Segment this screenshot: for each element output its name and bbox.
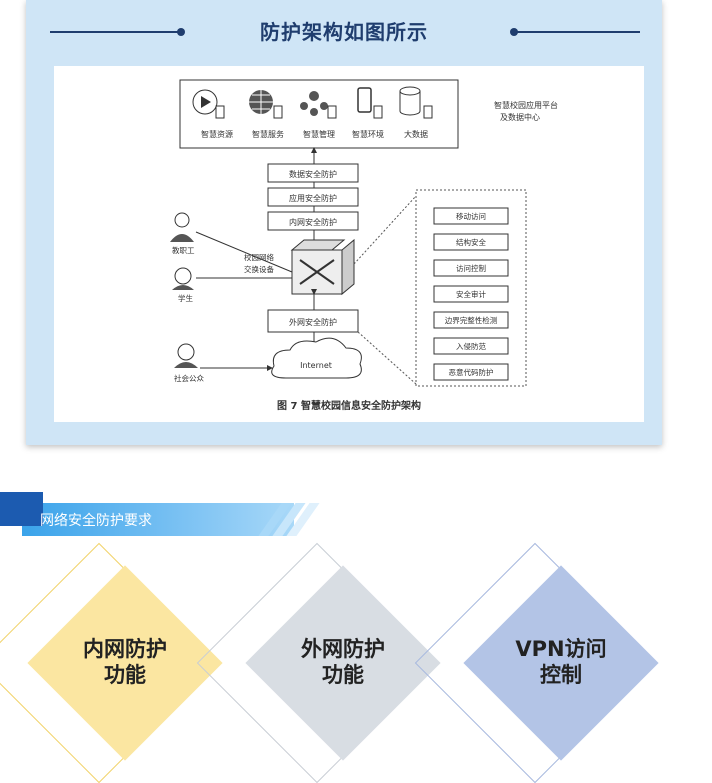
security-item: 入侵防范 [456,341,486,351]
feature-line2: 控制 [540,663,582,687]
stack-label: 数据安全防护 [289,169,337,179]
app-label: 智慧环境 [352,129,384,139]
security-item-box [433,337,509,355]
architecture-card: 防护架构如图所示 智慧资源 智慧服务 智慧管理 智慧环境 大数据 [26,0,662,445]
external-label: 外网安全防护 [289,317,337,327]
external-security-box [267,309,359,333]
app-label: 大数据 [404,129,428,139]
security-item: 边界完整性检测 [445,315,498,325]
security-item-box [433,259,509,277]
public-icon [174,343,198,368]
feature-intranet: 内网防护 功能 [0,542,230,783]
security-items-panel [415,189,527,387]
architecture-diagram: 智慧资源 智慧服务 智慧管理 智慧环境 大数据 智慧校园应用平台 及数据中心 数… [54,66,644,422]
stack-label: 应用安全防护 [289,193,337,203]
internet-label: Internet [300,361,332,370]
section-header-tab [0,492,43,526]
diagram-caption: 图 7 智慧校园信息安全防护架构 [277,399,421,412]
switch-label: 校园网络 [244,252,274,262]
section-header-bar [22,503,294,536]
feature-extranet: 外网防护 功能 [196,542,448,783]
student-icon [172,267,194,290]
globe-icon [249,90,283,119]
header-line-left [50,31,180,33]
feature-line2: 功能 [104,663,146,687]
security-item-box [433,233,509,251]
header-line-right [516,31,640,33]
app-security-box [267,187,359,207]
section-title: 网络安全防护要求 [40,513,152,529]
app-label: 智慧资源 [201,129,233,139]
user-label: 社会公众 [174,373,204,383]
feature-vpn: VPN访问 控制 [414,542,666,783]
people-icon [300,91,337,119]
feature-line1: 外网防护 [301,637,385,661]
user-label: 学生 [178,293,193,303]
feature-line2: 功能 [322,663,364,687]
security-item: 安全审计 [456,289,486,299]
platform-label: 智慧校园应用平台 [494,100,558,110]
security-item: 移动访问 [456,211,486,221]
security-item-box [433,363,509,381]
stack-label: 内网安全防护 [289,217,337,227]
security-item-box [433,311,509,329]
switch-icon [290,238,355,296]
page-title: 防护架构如图所示 [260,20,428,44]
security-item-box [433,207,509,225]
security-item: 恶意代码防护 [449,367,494,377]
internet-cloud [271,337,362,379]
staff-icon [170,212,194,242]
app-label: 智慧管理 [303,129,335,139]
platform-label: 及数据中心 [500,112,540,122]
mobile-icon [357,87,383,119]
intranet-security-box [267,211,359,231]
header-dot-right [510,28,518,36]
header-dot-left [177,28,185,36]
app-label: 智慧服务 [252,129,284,139]
data-security-box [267,163,359,183]
feature-line1: 内网防护 [83,637,167,661]
video-icon [192,89,225,119]
security-item: 结构安全 [456,237,486,247]
app-platform-box [179,79,459,149]
architecture-svg: 智慧资源 智慧服务 智慧管理 智慧环境 大数据 智慧校园应用平台 及数据中心 数… [170,79,558,412]
user-label: 教职工 [172,245,195,255]
database-icon [399,86,433,119]
feature-line1: VPN访问 [515,637,607,661]
switch-label: 交换设备 [244,264,274,274]
security-item-box [433,285,509,303]
security-item: 访问控制 [456,263,486,273]
